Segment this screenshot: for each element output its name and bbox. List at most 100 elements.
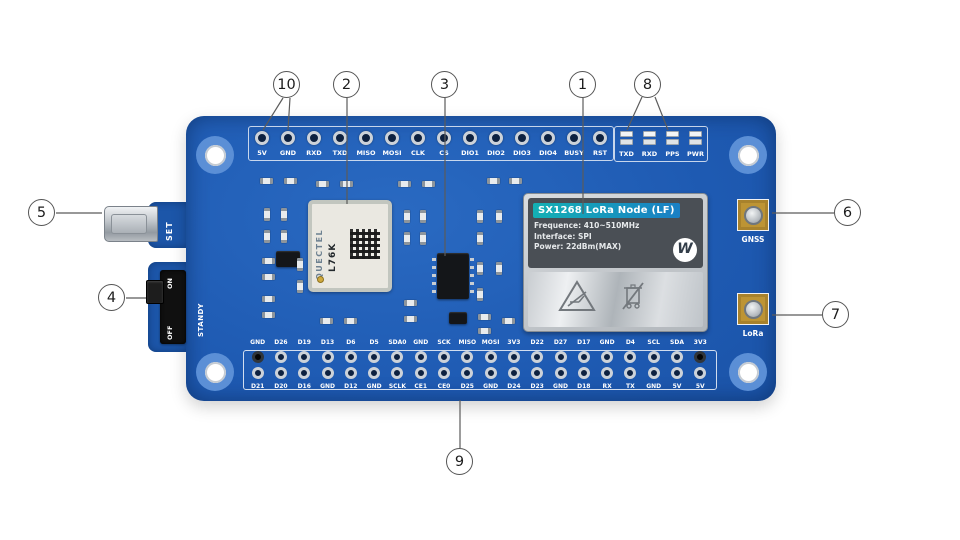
smd-component: [478, 328, 491, 334]
lora-antenna-label: LoRa: [742, 329, 764, 338]
gpio-pin-label-top: D6: [346, 339, 356, 346]
gpio-pin-label-top: D27: [553, 339, 568, 346]
smd-component: [477, 232, 483, 245]
led-icon: [666, 131, 679, 137]
set-label: SET: [165, 221, 174, 241]
smd-component: [262, 312, 275, 318]
smd-component: [344, 318, 357, 324]
header-pin-column: DIO4: [535, 131, 561, 157]
led-icon: [643, 131, 656, 137]
gnss-antenna-label: GNSS: [741, 235, 765, 244]
callout-6: 6: [834, 199, 861, 226]
gpio-pin-label-bottom: GND: [366, 383, 382, 390]
pin-hole: [385, 131, 399, 145]
gpio-pin-column: GND D21: [246, 339, 269, 391]
resistor-icon: [643, 139, 656, 145]
gpio-pin-column: SDA0 SCLK: [386, 339, 409, 391]
pin-hole: [647, 367, 660, 379]
smd-component: [404, 316, 417, 322]
callout-5: 5: [28, 199, 55, 226]
header-pin-column: MOSI: [379, 131, 405, 157]
smd-component: [420, 232, 426, 245]
smd-component: [502, 318, 515, 324]
pin-hole: [298, 367, 311, 379]
gnss-model: L76K: [328, 242, 338, 272]
pin-hole: [321, 351, 334, 363]
pin-hole: [531, 367, 544, 379]
mounting-hole: [729, 136, 767, 174]
pin-hole: [507, 351, 520, 363]
pin-label: MISO: [356, 149, 376, 157]
smd-component: [281, 230, 287, 243]
pin-hole: [489, 131, 503, 145]
gpio-pin-label-top: 3V3: [693, 339, 707, 346]
gpio-pin-label-bottom: CE1: [414, 383, 428, 390]
gpio-pin-label-top: D22: [530, 339, 544, 346]
callout-1: 1: [569, 71, 596, 98]
smd-component: [281, 208, 287, 221]
gpio-pin-column: 3V3 5V: [689, 339, 712, 391]
lora-module: SX1268 LoRa Node (LF) Frequence: 410~510…: [523, 193, 708, 332]
smd-component: [284, 178, 297, 184]
pin-label: RST: [592, 149, 608, 157]
gpio-pin-label-bottom: SCLK: [388, 383, 407, 390]
lora-spec-line: Interface: SPI: [534, 231, 592, 241]
header-pin-column: DIO3: [509, 131, 535, 157]
smd-component: [420, 210, 426, 223]
led-icon: [689, 131, 702, 137]
pin-hole: [601, 351, 614, 363]
header-pin-column: DIO1: [457, 131, 483, 157]
control-header: 5V GND RXD TXD MISO: [248, 126, 614, 161]
header-pin-column: CLK: [405, 131, 431, 157]
pin-label: GND: [279, 149, 297, 157]
pin-label: DIO2: [487, 149, 505, 157]
smd-component: [320, 318, 333, 324]
gpio-pin-label-top: D17: [577, 339, 591, 346]
pin-hole: [507, 367, 520, 379]
gpio-pin-label-top: MOSI: [481, 339, 500, 346]
pin-hole: [438, 367, 451, 379]
pin-hole: [554, 367, 567, 379]
header-pin-column: MISO: [353, 131, 379, 157]
pin-label: DIO4: [539, 149, 557, 157]
waveshare-logo-icon: W: [673, 238, 697, 262]
pin-hole: [391, 351, 404, 363]
gpio-pin-column: D6 D12: [339, 339, 362, 391]
weee-bin-icon: [622, 282, 644, 310]
small-ic: [276, 251, 300, 267]
pin-label: DIO1: [461, 149, 479, 157]
pin-hole: [344, 367, 357, 379]
pin-hole: [601, 367, 614, 379]
header-pin-column: CS: [431, 131, 457, 157]
gpio-pin-label-bottom: GND: [646, 383, 662, 390]
pin-label: MOSI: [382, 149, 402, 157]
smd-component: [398, 181, 411, 187]
resistor-icon: [689, 139, 702, 145]
pin-label: CLK: [411, 149, 425, 157]
callout-2: 2: [333, 71, 360, 98]
gpio-pin-label-bottom: D21: [250, 383, 265, 390]
lora-module-title: SX1268 LoRa Node (LF): [533, 203, 680, 218]
smd-component: [478, 314, 491, 320]
pin-hole: [624, 367, 637, 379]
pin-hole: [437, 131, 451, 145]
smd-component: [264, 230, 270, 243]
smd-component: [404, 300, 417, 306]
pin-hole: [461, 367, 474, 379]
gpio-pin-column: D13 GND: [316, 339, 339, 391]
smd-component: [496, 210, 502, 223]
pin-hole: [255, 131, 269, 145]
pin-label: 5V: [257, 149, 267, 157]
pin-hole: [670, 367, 683, 379]
lora-module-label: SX1268 LoRa Node (LF) Frequence: 410~510…: [528, 198, 703, 268]
module-pad: [317, 276, 324, 283]
smd-component: [297, 280, 303, 293]
gpio-pin-label-bottom: D12: [344, 383, 358, 390]
smd-component: [404, 210, 410, 223]
smd-component: [264, 208, 270, 221]
smd-component: [260, 178, 273, 184]
gpio-pin-label-bottom: CE0: [437, 383, 451, 390]
smd-component: [422, 181, 435, 187]
led-icon: [620, 131, 633, 137]
smd-component: [340, 181, 353, 187]
